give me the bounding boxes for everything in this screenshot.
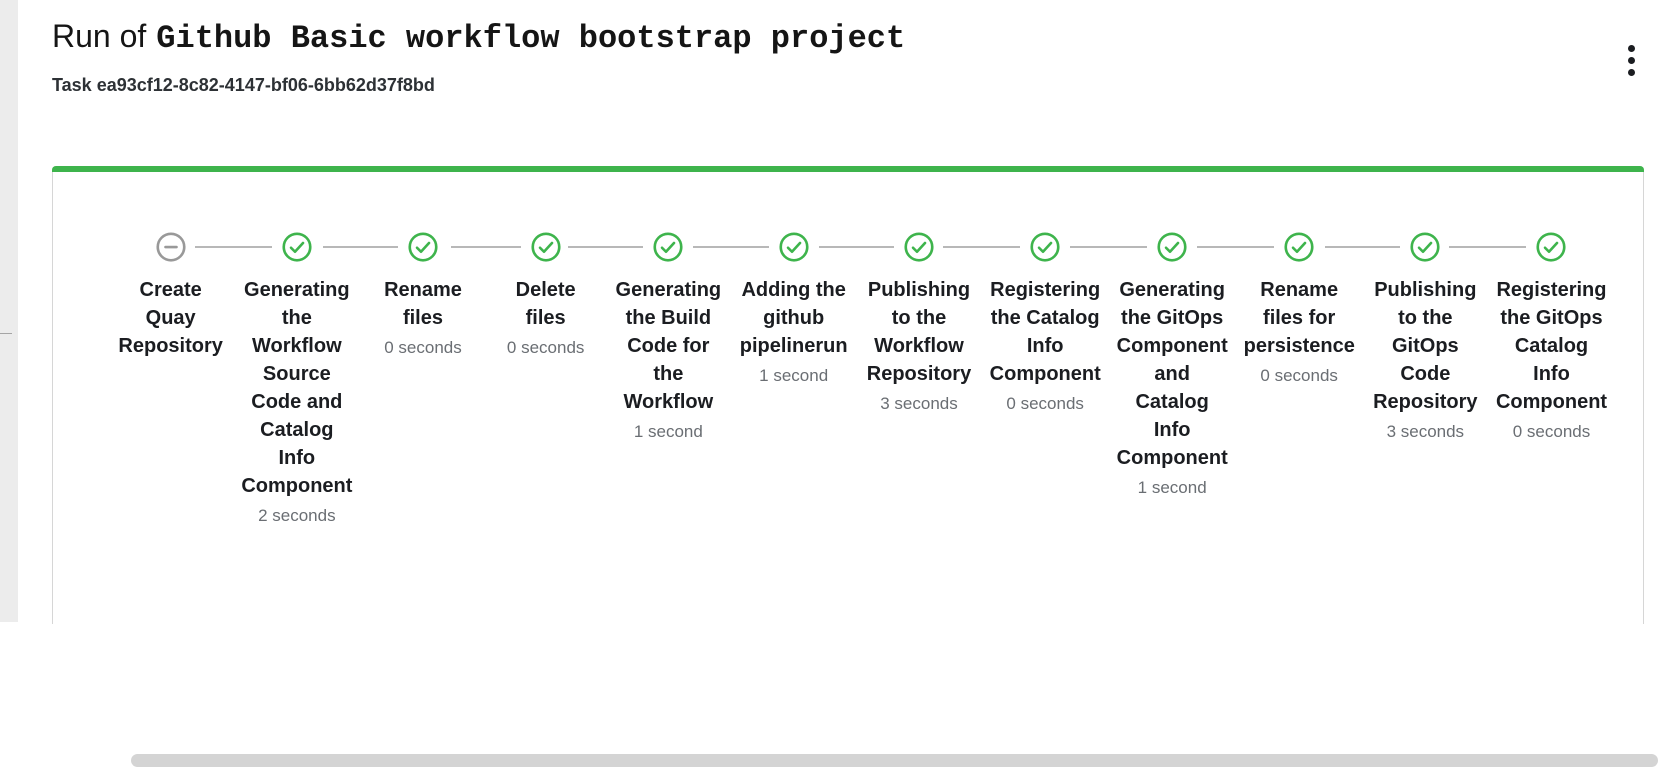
step-connector [194, 246, 272, 248]
step-connector [943, 246, 1021, 248]
step-duration: 0 seconds [506, 338, 585, 357]
horizontal-scrollbar[interactable] [131, 754, 1658, 767]
check-circle-icon [531, 232, 561, 262]
step[interactable]: Generating the GitOps Component and Cata… [1070, 232, 1236, 502]
step-label: Publishing to the GitOps Code Repository [1373, 279, 1478, 413]
step-duration: 0 seconds [1512, 422, 1591, 441]
step-label: Generating the Build Code for the Workfl… [615, 279, 722, 413]
step[interactable]: Registering the Catalog Info Component 0… [943, 232, 1109, 418]
task-stepper: Create Quay Repository Generating the Wo… [108, 232, 1615, 530]
step[interactable]: Generating the Workflow Source Code and … [194, 232, 360, 530]
step[interactable]: Publishing to the GitOps Code Repository… [1325, 232, 1488, 446]
step-label: Publishing to the Workflow Repository [866, 279, 972, 385]
minus-circle-icon [156, 232, 186, 262]
step[interactable]: Adding the github pipelinerun 1 second [693, 232, 856, 390]
check-circle-icon [408, 232, 438, 262]
step[interactable]: Create Quay Repository [108, 232, 233, 360]
step-label: Adding the github pipelinerun [739, 279, 848, 357]
step[interactable]: Delete files 0 seconds [450, 232, 606, 362]
check-circle-icon [1410, 232, 1440, 262]
title-template-name: Github Basic workflow bootstrap project [156, 20, 906, 57]
step-duration: 1 second [633, 422, 703, 441]
check-circle-icon [1030, 232, 1060, 262]
step-duration: 3 seconds [1386, 422, 1465, 441]
step-duration: 0 seconds [1260, 366, 1338, 385]
step-label: Generating the Workflow Source Code and … [241, 279, 353, 497]
step-connector [1197, 246, 1275, 248]
step-duration: 0 seconds [1006, 394, 1084, 413]
check-circle-icon [904, 232, 934, 262]
step-connector [693, 246, 769, 248]
check-circle-icon [653, 232, 683, 262]
step-connector [1070, 246, 1148, 248]
check-circle-icon [1284, 232, 1314, 262]
check-circle-icon [1536, 232, 1567, 262]
scrollbar-thumb[interactable] [131, 754, 1658, 767]
card-status-bar [52, 166, 1644, 172]
step-connector [818, 246, 894, 248]
step-label: Rename files [384, 279, 462, 329]
task-steps-card: Create Quay Repository Generating the Wo… [52, 166, 1658, 767]
step[interactable]: Publishing to the Workflow Repository 3 … [818, 232, 981, 418]
step-connector [568, 246, 644, 248]
step-label: Create Quay Repository [118, 279, 223, 357]
step[interactable]: Rename files for persistence 0 seconds [1197, 232, 1363, 390]
step-label: Delete files [515, 279, 576, 329]
step-duration: 0 seconds [384, 338, 462, 357]
check-circle-icon [1157, 232, 1187, 262]
step-duration: 1 second [1137, 478, 1207, 497]
check-circle-icon [779, 232, 809, 262]
step-duration: 1 second [759, 366, 829, 385]
title-prefix: Run of [52, 18, 147, 54]
collapsed-sidebar-strip [0, 0, 18, 622]
check-circle-icon [282, 232, 312, 262]
step-duration: 3 seconds [880, 394, 958, 413]
step-connector [450, 246, 521, 248]
step-label: Registering the Catalog Info Component [989, 279, 1101, 385]
kebab-menu-icon [1614, 44, 1648, 76]
step-label: Rename files for persistence [1243, 279, 1355, 357]
step[interactable]: Rename files 0 seconds [322, 232, 485, 362]
step-connector [1325, 246, 1401, 248]
step-connector [322, 246, 398, 248]
step[interactable]: Generating the Build Code for the Workfl… [568, 232, 731, 446]
task-id: Task ea93cf12-8c82-4147-bf06-6bb62d37f8b… [52, 75, 435, 95]
step[interactable]: Registering the GitOps Catalog Info Comp… [1449, 232, 1615, 446]
step-label: Registering the GitOps Catalog Info Comp… [1495, 279, 1608, 413]
kebab-menu-button[interactable] [1614, 36, 1648, 84]
step-duration: 2 seconds [258, 506, 336, 525]
step-label: Generating the GitOps Component and Cata… [1116, 279, 1228, 469]
step-connector [1449, 246, 1527, 248]
sidebar-strip-divider [0, 333, 12, 334]
